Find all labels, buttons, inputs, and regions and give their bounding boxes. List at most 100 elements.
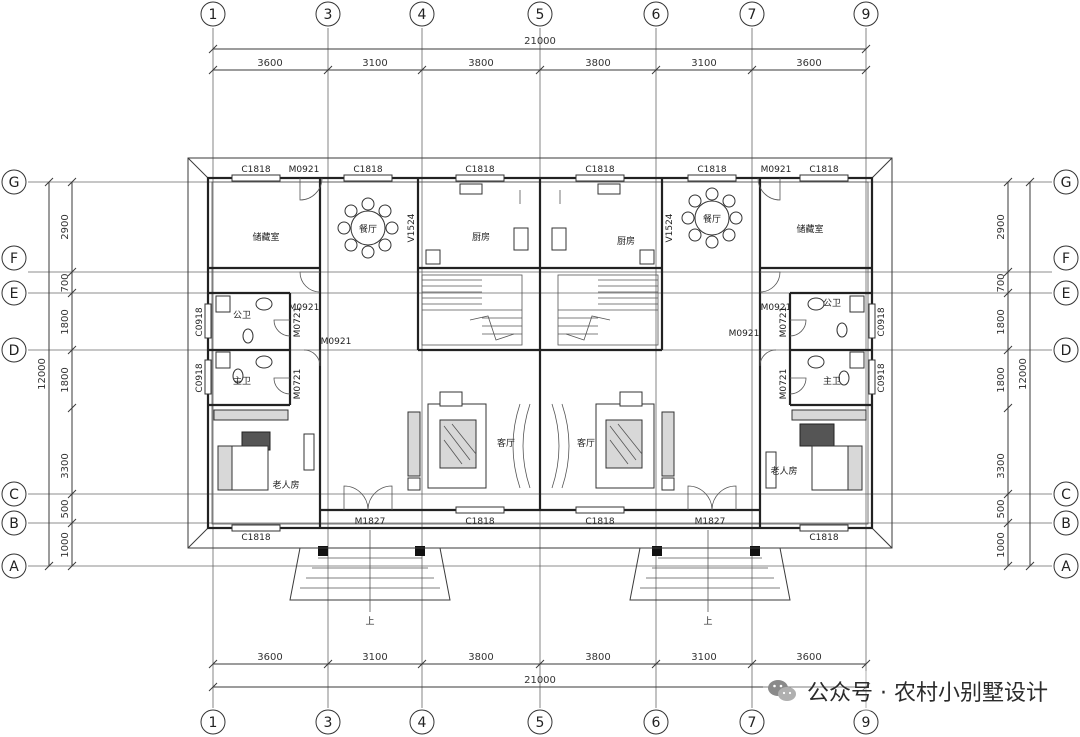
svg-text:3100: 3100: [691, 652, 716, 663]
svg-text:3600: 3600: [796, 652, 821, 663]
svg-text:M0921: M0921: [289, 165, 320, 175]
room-labels: 储藏室 储藏室 餐厅 餐厅 厨房 厨房 客厅 客厅 老人房 老人房 公卫 公卫 …: [233, 213, 841, 491]
dim-seg-4: 3800: [585, 58, 610, 69]
axis-bubble-5-top: 5: [527, 1, 553, 27]
svg-text:C1818: C1818: [465, 517, 494, 527]
svg-text:7: 7: [748, 715, 757, 731]
svg-text:M0721: M0721: [779, 307, 789, 338]
axis-bubble-4-bottom: 4: [409, 709, 435, 735]
axis-bubble-D-left: D: [1, 337, 27, 363]
axis-bubbles-right: G F E D C B A: [1053, 169, 1079, 579]
svg-text:9: 9: [862, 7, 871, 23]
svg-text:V1524: V1524: [407, 213, 417, 242]
doors: [273, 177, 807, 511]
kitchen-fixtures-right: [551, 183, 655, 265]
svg-text:3600: 3600: [257, 652, 282, 663]
axis-bubble-5-bottom: 5: [527, 709, 553, 735]
room-label-elder-right: 老人房: [770, 465, 797, 477]
axis-bubble-C-right: C: [1053, 481, 1079, 507]
dining-table-right: [681, 187, 743, 249]
svg-text:1800: 1800: [996, 367, 1007, 392]
svg-text:C0918: C0918: [877, 307, 887, 336]
svg-text:M0921: M0921: [761, 165, 792, 175]
axis-bubble-A-right: A: [1053, 553, 1079, 579]
svg-text:3300: 3300: [60, 453, 71, 478]
dim-seg-6: 3600: [796, 58, 821, 69]
axis-bubble-D-right: D: [1053, 337, 1079, 363]
svg-text:F: F: [10, 251, 18, 267]
svg-text:D: D: [9, 343, 20, 359]
svg-text:3100: 3100: [362, 652, 387, 663]
axis-bubble-6-top: 6: [643, 1, 669, 27]
dim-seg-1: 3600: [257, 58, 282, 69]
axis-bubble-3-bottom: 3: [315, 709, 341, 735]
svg-text:1800: 1800: [996, 309, 1007, 334]
entrance-steps-left: 上: [289, 530, 451, 627]
svg-text:C1818: C1818: [241, 165, 270, 175]
room-label-masterwc-right: 主卫: [823, 375, 841, 387]
svg-text:C: C: [1061, 487, 1071, 503]
svg-text:1000: 1000: [60, 532, 71, 557]
svg-text:C1818: C1818: [585, 165, 614, 175]
svg-text:7: 7: [748, 7, 757, 23]
step-up-left-label: 上: [365, 616, 374, 627]
svg-text:A: A: [9, 559, 19, 575]
watermark-text: 公众号 · 农村小别墅设计: [807, 681, 1048, 706]
svg-text:3800: 3800: [468, 652, 493, 663]
dining-table-left: [337, 197, 399, 259]
svg-text:4: 4: [418, 715, 427, 731]
stair-right: [557, 274, 659, 346]
svg-text:C1818: C1818: [353, 165, 382, 175]
svg-text:E: E: [1062, 286, 1071, 302]
svg-text:M0921: M0921: [321, 337, 352, 347]
dim-seg-2: 3100: [362, 58, 387, 69]
svg-text:C0918: C0918: [877, 363, 887, 392]
room-label-dining-right: 餐厅: [703, 213, 721, 225]
svg-text:B: B: [9, 516, 19, 532]
roof-outline: [187, 157, 893, 549]
svg-text:3: 3: [324, 7, 333, 23]
svg-text:9: 9: [862, 715, 871, 731]
axis-bubble-F-left: F: [1, 245, 27, 271]
axis-bubble-A-left: A: [1, 553, 27, 579]
svg-text:2900: 2900: [996, 214, 1007, 239]
axis-bubble-1-bottom: 1: [200, 709, 226, 735]
svg-text:700: 700: [60, 273, 71, 292]
axis-bubble-4-top: 4: [409, 1, 435, 27]
svg-text:C1818: C1818: [697, 165, 726, 175]
living-room-right-furniture: [551, 391, 675, 491]
axis-bubble-E-left: E: [1, 280, 27, 306]
axis-bubble-1-top: 1: [200, 1, 226, 27]
axis-bubble-7-bottom: 7: [739, 709, 765, 735]
svg-text:C1818: C1818: [809, 165, 838, 175]
svg-text:V1524: V1524: [665, 213, 675, 242]
kitchen-fixtures-left: [425, 183, 529, 265]
room-label-living-right: 客厅: [577, 437, 595, 449]
room-label-publicwc-left: 公卫: [233, 310, 251, 321]
dimension-left: 12000 2900 700 1800 1800 3300 500 1000: [37, 177, 77, 571]
svg-text:5: 5: [536, 715, 545, 731]
svg-text:C1818: C1818: [241, 533, 270, 543]
svg-text:1: 1: [209, 715, 218, 731]
grid-axes: [28, 28, 1052, 708]
axis-bubble-3-top: 3: [315, 1, 341, 27]
room-label-elder-left: 老人房: [272, 479, 299, 491]
svg-text:C1818: C1818: [809, 533, 838, 543]
dim-total-top: 21000: [524, 36, 556, 47]
svg-text:C0918: C0918: [195, 307, 205, 336]
svg-text:700: 700: [996, 273, 1007, 292]
svg-text:E: E: [10, 286, 19, 302]
bathroom-fixtures-left: [215, 295, 273, 384]
bathroom-fixtures-right: [807, 295, 865, 386]
dimension-top: 21000 3600 3100 3800 3800 3100 3600: [208, 36, 871, 75]
axis-bubble-G-left: G: [1, 169, 27, 195]
svg-text:C0918: C0918: [195, 363, 205, 392]
axis-bubble-B-left: B: [1, 510, 27, 536]
svg-text:M1827: M1827: [695, 517, 726, 527]
room-label-storage-right: 储藏室: [796, 223, 823, 235]
axis-bubbles-bottom: 1 3 4 5 6 7 9: [200, 709, 879, 735]
svg-text:3800: 3800: [585, 652, 610, 663]
stair-left: [421, 274, 523, 346]
axis-bubbles-left: G F E D C B A: [1, 169, 27, 579]
axis-bubble-9-top: 9: [853, 1, 879, 27]
